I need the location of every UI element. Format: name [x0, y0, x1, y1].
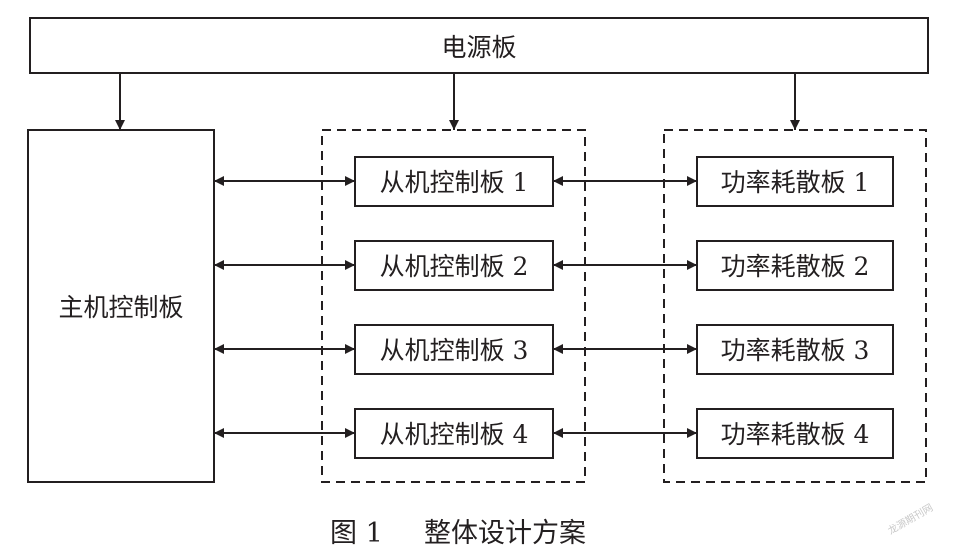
- figure-title: 整体设计方案: [424, 518, 586, 549]
- watermark-text: 龙源期刊网: [885, 501, 935, 537]
- host-board-box: [27, 129, 215, 483]
- slave-group-frame: [321, 129, 586, 483]
- dissipation-group-frame: [663, 129, 927, 483]
- dissipation-board-1-label: 功率耗散板 1: [721, 168, 870, 197]
- slave-board-3-label: 从机控制板 3: [380, 336, 529, 365]
- dissipation-board-4-label: 功率耗散板 4: [721, 420, 870, 449]
- power-board-box: [29, 17, 929, 74]
- dissipation-board-2-label: 功率耗散板 2: [721, 252, 870, 281]
- slave-board-2-label: 从机控制板 2: [380, 252, 529, 281]
- dissipation-board-3-label: 功率耗散板 3: [721, 336, 870, 365]
- figure-number: 图 1: [330, 518, 383, 549]
- slave-board-4-label: 从机控制板 4: [380, 420, 529, 449]
- slave-board-1-label: 从机控制板 1: [380, 168, 529, 197]
- power-board-label: 电源板: [441, 33, 516, 62]
- host-board-label: 主机控制板: [58, 293, 183, 322]
